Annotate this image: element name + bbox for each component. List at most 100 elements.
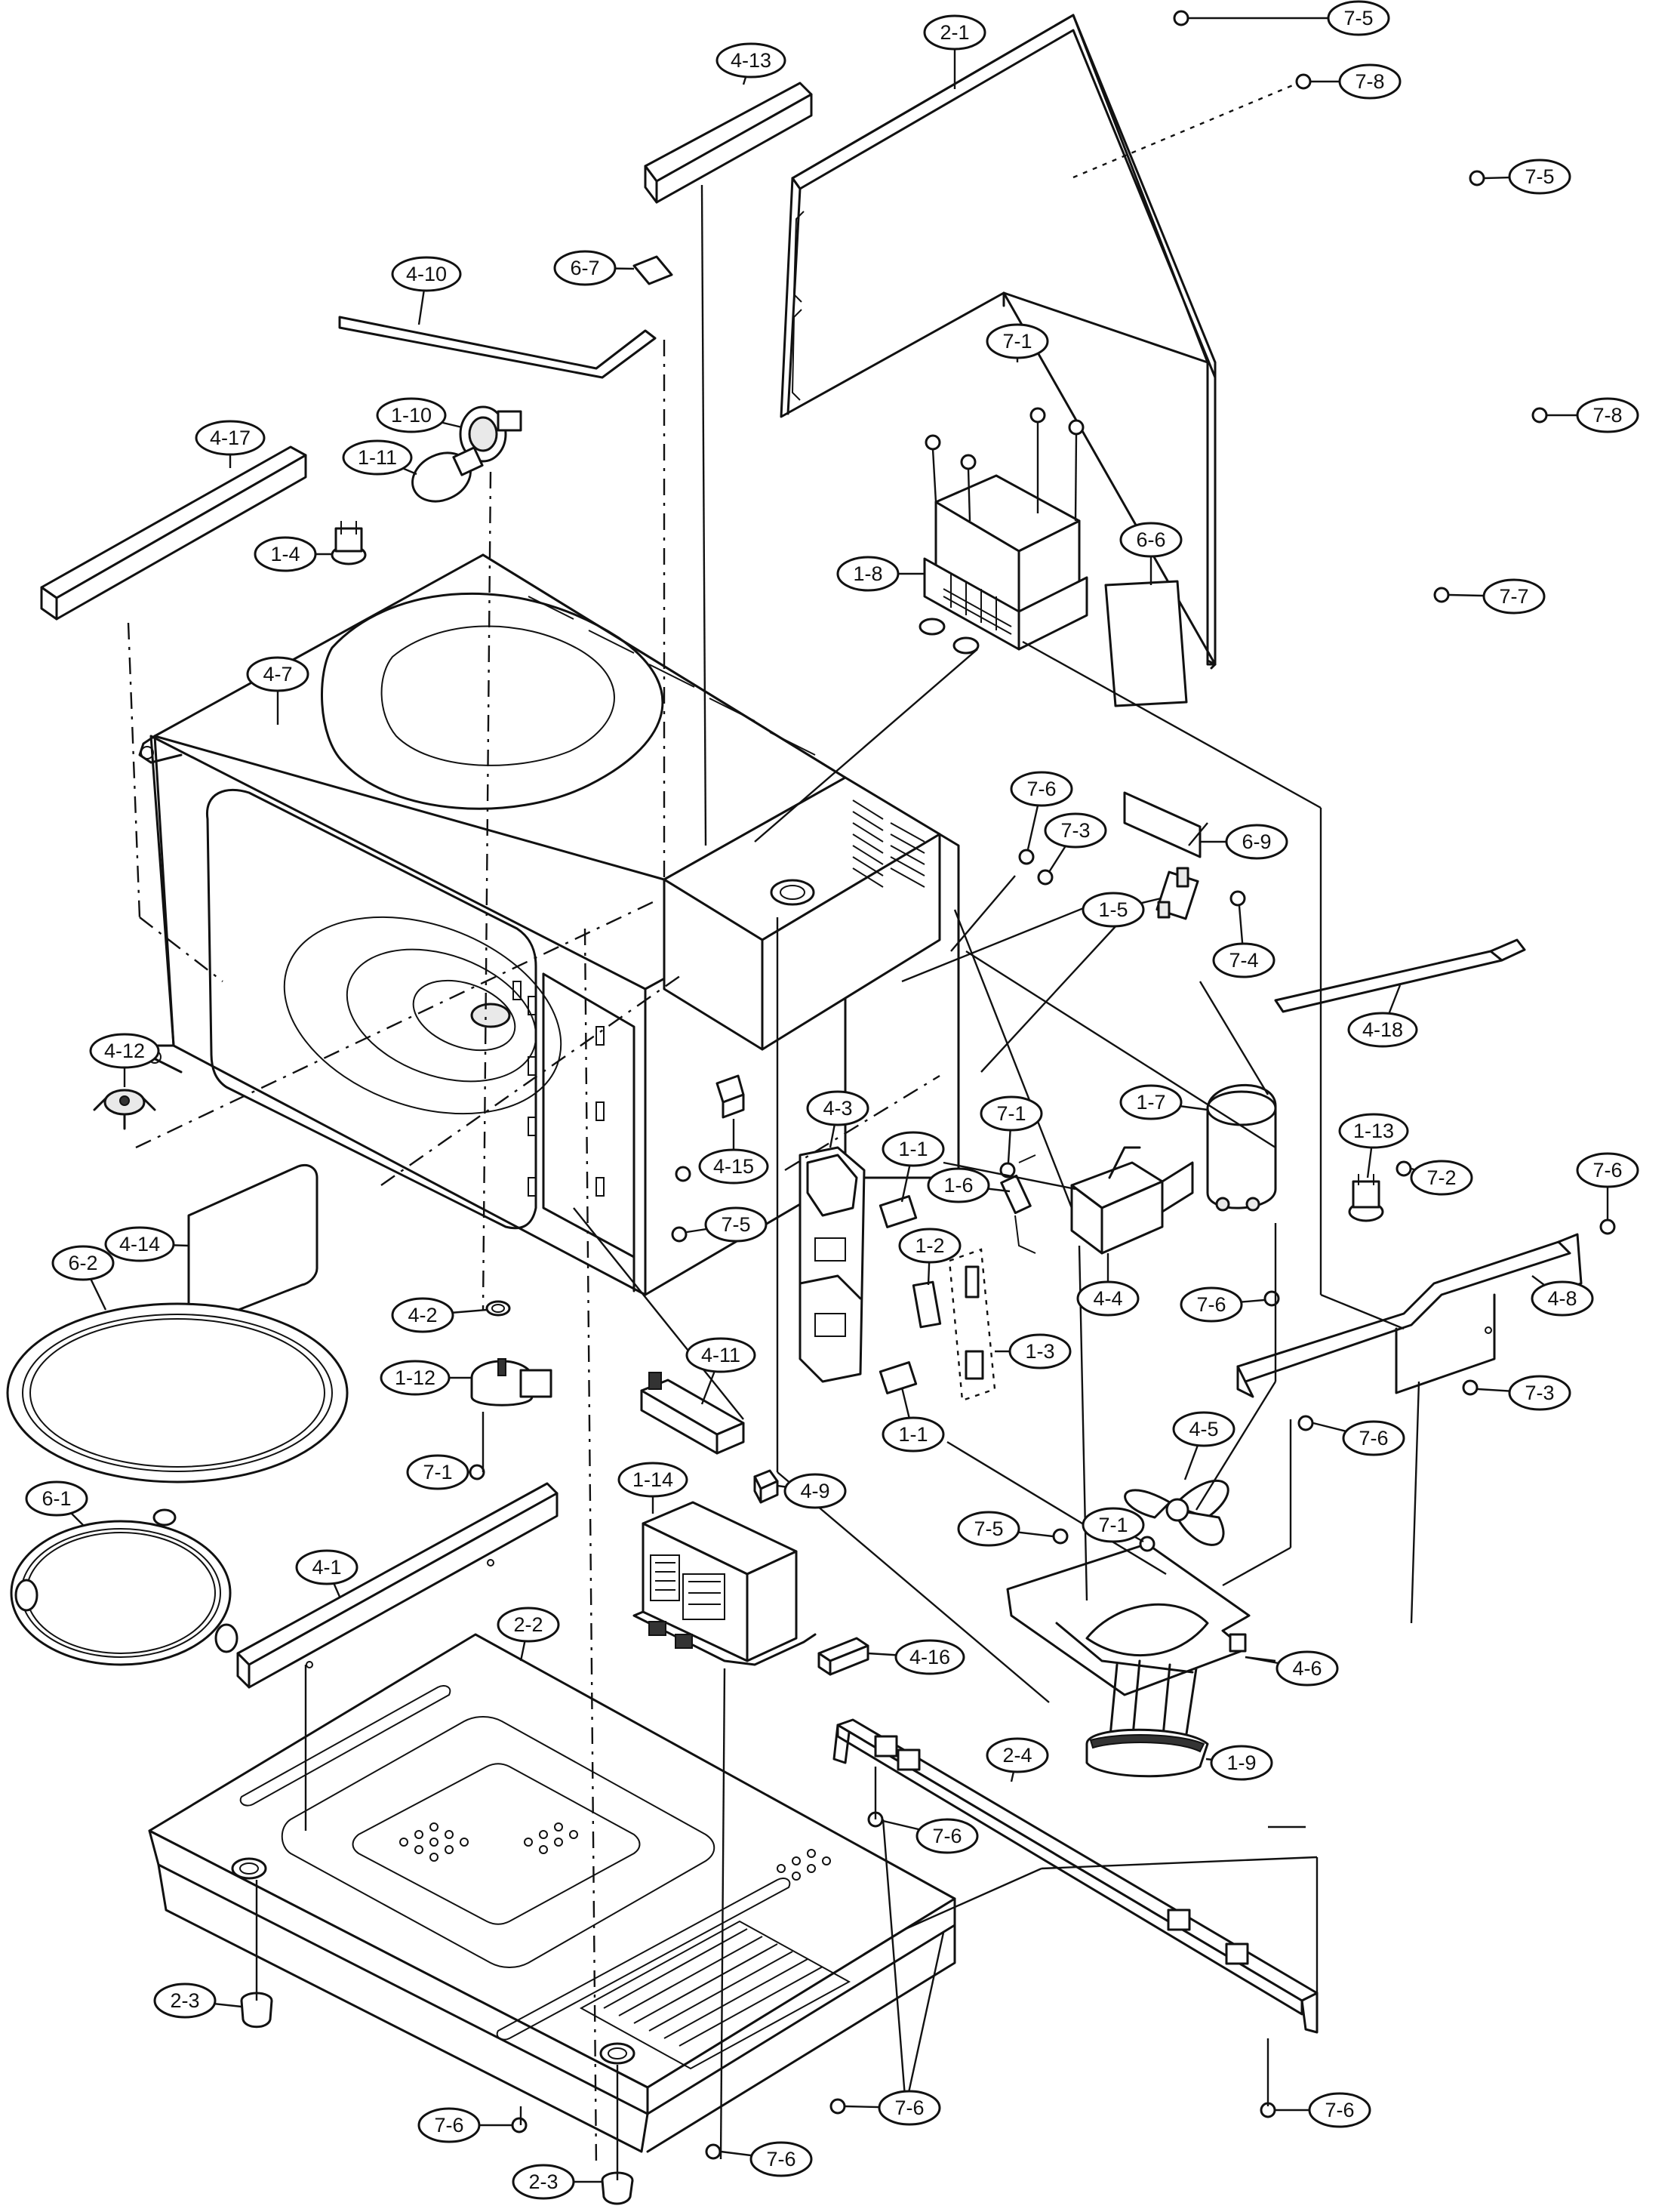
callout-bubble [1508,159,1571,195]
callout-4-12: 4-12 [89,1033,160,1087]
callout-text: 7-7 [1499,585,1528,608]
callout-text: 4-6 [1292,1657,1322,1680]
callout-text: 1-2 [915,1234,944,1257]
callout-bubble [246,656,309,692]
callout-bubble [915,1818,979,1854]
part-1-12-motor [470,1358,552,1406]
callout-text: 4-7 [263,663,292,685]
part-4-8 [1236,1233,1583,1398]
callout-text: 1-12 [395,1366,435,1389]
part-4-6 [1006,1542,1251,1696]
callout-bubble [254,536,317,572]
callout-bubble [51,1245,115,1281]
part-2-3-foot-a [240,1992,273,2029]
callout-4-10: 4-10 [391,256,462,325]
callout-bubble [957,1511,1020,1547]
part-4-13 [644,82,813,204]
callout-text: 4-1 [312,1556,341,1579]
callout-bubble [927,1167,990,1203]
callout-7-1d: 7-1 [406,1454,470,1490]
callout-text: 1-6 [943,1174,973,1197]
callout-7-6d: 7-6 [1312,1420,1405,1456]
callout-text: 7-6 [434,2114,463,2137]
callout-text: 1-1 [898,1138,928,1160]
callout-text: 7-3 [1525,1382,1554,1404]
callout-4-14: 4-14 [104,1226,189,1262]
part-4-12 [93,1089,156,1130]
callout-bubble [1010,771,1073,807]
callout-text: 7-5 [721,1213,750,1236]
callout-text: 2-2 [513,1613,543,1636]
callout-7-2: 7-2 [1410,1160,1473,1196]
callout-text: 2-3 [528,2170,558,2193]
callout-1-7: 1-7 [1119,1084,1208,1120]
callout-6-1: 6-1 [25,1480,88,1526]
callout-text: 1-5 [1098,898,1128,921]
callout-text: 7-6 [1359,1427,1388,1450]
callout-4-2: 4-2 [391,1297,488,1333]
callout-bubble [923,14,986,51]
callout-text: 1-9 [1226,1751,1256,1774]
callout-7-6b: 7-6 [1576,1152,1639,1219]
callout-bubble [512,2164,575,2200]
callout-text: 7-1 [1002,330,1032,353]
callout-1-10: 1-10 [376,397,463,433]
callout-4-17: 4-17 [195,420,266,468]
part-6-6 [1104,580,1188,707]
callout-4-6: 4-6 [1245,1650,1339,1687]
part-4-16 [817,1637,869,1676]
part-4-9 [753,1469,779,1504]
callout-1-9: 1-9 [1205,1745,1273,1781]
callout-text: 1-14 [632,1468,673,1491]
callout-bubble [1044,812,1107,849]
callout-text: 1-13 [1353,1120,1394,1142]
part-1-3-group [948,1248,996,1402]
callout-bubble [417,2107,481,2143]
callout-bubble [1082,892,1145,928]
part-4-2-ring [485,1300,511,1317]
callout-text: 7-2 [1426,1166,1456,1189]
callout-7-3a: 7-3 [1044,812,1107,873]
callout-bubble [836,556,900,592]
callout-1-1a: 1-1 [882,1131,945,1203]
callout-bubble [89,1033,160,1069]
callout-text: 4-13 [731,49,771,72]
callout-bubble [882,1131,945,1167]
callout-2-1: 2-1 [923,14,986,89]
callout-7-1a: 7-1 [986,323,1049,362]
callout-bubble [1225,824,1288,860]
callout-bubble [715,42,786,79]
callout-7-6e: 7-6 [882,1818,979,1854]
callout-text: 4-14 [119,1233,160,1255]
callout-text: 7-6 [1026,778,1056,800]
callout-4-5: 4-5 [1172,1411,1235,1480]
callout-bubble [986,323,1049,359]
part-4-3 [799,1146,866,1383]
callout-text: 7-6 [1592,1159,1622,1181]
callout-4-13: 4-13 [715,42,786,85]
callout-1-2: 1-2 [898,1228,962,1286]
screws [469,10,1616,2160]
callout-text: 7-3 [1060,819,1090,842]
part-1-10-1-11-lamp [411,405,522,503]
callout-text: 4-3 [823,1097,852,1120]
part-4-15 [715,1074,745,1119]
callout-bubble [980,1095,1043,1132]
part-1-13 [1348,1174,1384,1222]
part-1-9 [1085,1659,1209,1778]
callout-text: 7-6 [766,2148,795,2170]
callout-7-6c: 7-6 [1180,1286,1265,1323]
callout-labels: 2-17-57-87-57-87-74-136-74-101-101-114-1… [25,0,1639,2200]
part-6-7 [632,255,673,285]
callout-6-2: 6-2 [51,1245,115,1311]
part-6-1 [10,1508,238,1666]
callout-text: 2-4 [1002,1744,1032,1767]
oven-cavity [138,553,960,1296]
callout-bubble [617,1462,688,1498]
part-1-7 [1206,1084,1277,1212]
callout-2-2: 2-2 [497,1607,560,1662]
callout-bubble [380,1360,451,1396]
callout-7-6f: 7-6 [1276,2092,1371,2128]
callout-text: 4-5 [1189,1418,1218,1440]
callout-text: 7-5 [974,1517,1003,1540]
